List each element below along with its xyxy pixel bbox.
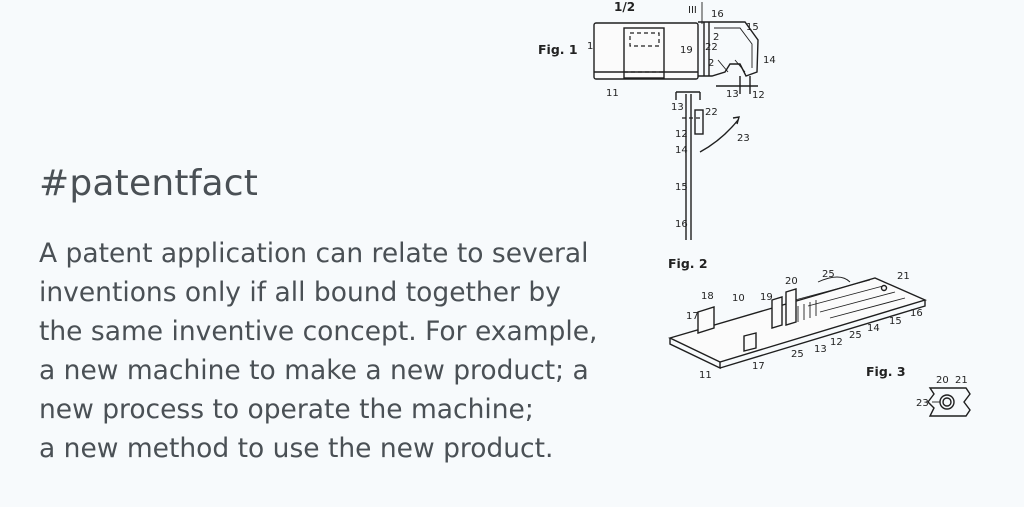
paragraph-line: a new method to use the new product. [39, 433, 554, 464]
fig3-ref-25a: 25 [822, 269, 835, 280]
fig3-ref-14: 14 [867, 323, 880, 334]
fig3-ref-19: 19 [760, 292, 773, 303]
fig2-ref-12: 12 [675, 129, 688, 140]
fig1-ref-11: 11 [606, 88, 619, 99]
detail-ref-20: 20 [936, 375, 949, 386]
fig1-ref-2b: 2 [708, 58, 714, 69]
detail-ref-21: 21 [955, 375, 968, 386]
fig3-ref-18: 18 [701, 291, 714, 302]
fig1-ref-12: 12 [752, 90, 765, 101]
fig1-ref-19: 19 [680, 45, 693, 56]
hashtag-title: #patentfact [39, 163, 259, 204]
fig2-ref-15: 15 [675, 182, 688, 193]
paragraph-line: inventions only if all bound together by [39, 277, 561, 308]
fig3-ref-21: 21 [897, 271, 910, 282]
fig3-ref-10: 10 [732, 293, 745, 304]
paragraph-line: a new machine to make a new product; a [39, 355, 589, 386]
fig2-ref-13: 13 [671, 102, 684, 113]
paragraph-line: A patent application can relate to sever… [39, 238, 589, 269]
fig3-ref-17a: 17 [686, 311, 699, 322]
fig3-ref-13: 13 [814, 344, 827, 355]
fig1-ref-1: 1 [587, 41, 593, 52]
patent-fact-paragraph: A patent application can relate to sever… [39, 234, 659, 468]
fig3-ref-16: 16 [910, 308, 923, 319]
detail-ref-23: 23 [916, 398, 929, 409]
fig1-ref-13: 13 [726, 89, 739, 100]
fig1-ref-16: 16 [711, 9, 724, 20]
fig1-label: Fig. 1 [538, 42, 578, 57]
paragraph-line: new process to operate the machine; [39, 394, 534, 425]
fig1-ref-15: 15 [746, 22, 759, 33]
section-marker: III [688, 5, 697, 16]
fig3-ref-25c: 25 [791, 349, 804, 360]
fig3-ref-20: 20 [785, 276, 798, 287]
fig3-ref-17b: 17 [752, 361, 765, 372]
fig3-ref-12: 12 [830, 337, 843, 348]
fig2-ref-14: 14 [675, 145, 688, 156]
fig3-drawing: Fig. 3 10 11 12 13 14 15 16 17 17 18 19 … [668, 269, 928, 381]
fig3-label: Fig. 3 [866, 364, 906, 379]
fig1-ref-14: 14 [763, 55, 776, 66]
fig3-ref-25b: 25 [849, 330, 862, 341]
sheet-number: 1/2 [614, 0, 635, 14]
fig2-label: Fig. 2 [668, 256, 708, 271]
fig1-drawing: Fig. 1 III 1 2 2 11 12 13 14 15 16 19 22 [538, 2, 776, 101]
fig2-ref-22: 22 [705, 107, 718, 118]
fig3-ref-15: 15 [889, 316, 902, 327]
fig2-ref-23: 23 [737, 133, 750, 144]
fig2-ref-16: 16 [675, 219, 688, 230]
fig1-ref-22: 22 [705, 42, 718, 53]
fig2-drawing: Fig. 2 13 22 12 14 15 16 23 [668, 91, 750, 271]
fig-detail-drawing: 20 21 23 [916, 375, 971, 417]
fig1-ref-2a: 2 [713, 32, 719, 43]
fig3-ref-11: 11 [699, 370, 712, 381]
paragraph-line: the same inventive concept. For example, [39, 316, 598, 347]
